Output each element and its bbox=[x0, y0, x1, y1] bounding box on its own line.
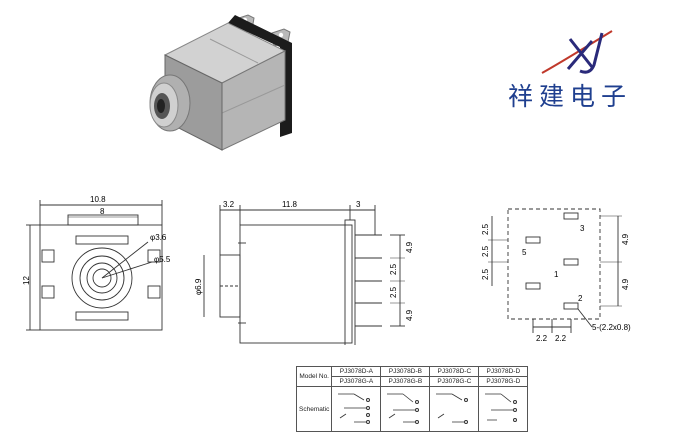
dim-height: 12 bbox=[22, 276, 31, 285]
schematic-cell bbox=[331, 386, 382, 432]
bottom-pitch: 2.2 bbox=[555, 334, 567, 343]
right-pitch: 4.9 bbox=[621, 278, 630, 290]
pitch-label: 4.9 bbox=[405, 241, 414, 253]
dim-width-inner: 8 bbox=[100, 207, 105, 216]
model-table: Model No. PJ3078D-A PJ3078D-B PJ3078D-C … bbox=[295, 366, 529, 432]
product-photo bbox=[149, 14, 292, 151]
left-pitch: 2.5 bbox=[481, 268, 490, 280]
dim-width-outer: 10.8 bbox=[90, 195, 106, 204]
pin-label: 1 bbox=[554, 270, 559, 279]
dim-body: 11.8 bbox=[282, 200, 298, 209]
pcb-layout-drawing: 2.5 2.5 2.5 4.9 4.9 2.2 2.2 5-(2.2x0.8) … bbox=[481, 208, 631, 343]
bottom-pitch: 2.2 bbox=[536, 334, 548, 343]
model-no-label: Model No. bbox=[295, 366, 333, 387]
hole-note: 5-(2.2x0.8) bbox=[592, 323, 631, 332]
schematic-cell bbox=[429, 386, 480, 432]
pitch-label: 2.5 bbox=[389, 286, 398, 298]
left-pitch: 2.5 bbox=[481, 245, 490, 257]
pin-label: 5 bbox=[522, 248, 527, 257]
model-cell: PJ3078D-A bbox=[331, 366, 382, 377]
pitch-label: 2.5 bbox=[389, 263, 398, 275]
company-name: 祥建电子 bbox=[508, 82, 633, 111]
schematic-b-icon bbox=[387, 393, 420, 424]
pitch-label: 4.9 bbox=[405, 309, 414, 321]
schematic-cell bbox=[478, 386, 529, 432]
xj-logo-mark: XJ bbox=[541, 30, 613, 74]
schematic-a-icon bbox=[338, 393, 371, 424]
model-cell: PJ3078D-D bbox=[478, 366, 529, 377]
dim-tail: 3 bbox=[356, 200, 361, 209]
schematic-cell bbox=[380, 386, 431, 432]
pin-label: 3 bbox=[580, 224, 585, 233]
pin-label: 2 bbox=[578, 294, 583, 303]
model-cell: PJ3078G-A bbox=[331, 376, 382, 387]
dim-circle-small: φ3.6 bbox=[150, 233, 167, 242]
left-pitch: 2.5 bbox=[481, 223, 490, 235]
model-cell: PJ3078D-B bbox=[380, 366, 431, 377]
svg-text:XJ: XJ bbox=[560, 54, 562, 56]
schematic-c-icon bbox=[436, 393, 469, 424]
dim-circle-large: φ5.5 bbox=[154, 255, 171, 264]
dim-diameter: φ6.9 bbox=[194, 278, 203, 295]
side-view-drawing: 3.2 11.8 3 φ6.9 4.9 2.5 2.5 4.9 bbox=[194, 200, 414, 345]
schematic-d-icon bbox=[485, 393, 518, 422]
model-cell: PJ3078G-C bbox=[429, 376, 480, 387]
model-cell: PJ3078G-B bbox=[380, 376, 431, 387]
right-pitch: 4.9 bbox=[621, 233, 630, 245]
front-view-drawing: 10.8 8 12 φ3.6 φ5.5 bbox=[22, 195, 171, 331]
company-logo: XJ 祥建电子 bbox=[508, 25, 638, 115]
model-cell: PJ3078G-D bbox=[478, 376, 529, 387]
dim-front: 3.2 bbox=[223, 200, 235, 209]
schematic-label: Schematic bbox=[295, 386, 333, 432]
model-cell: PJ3078D-C bbox=[429, 366, 480, 377]
